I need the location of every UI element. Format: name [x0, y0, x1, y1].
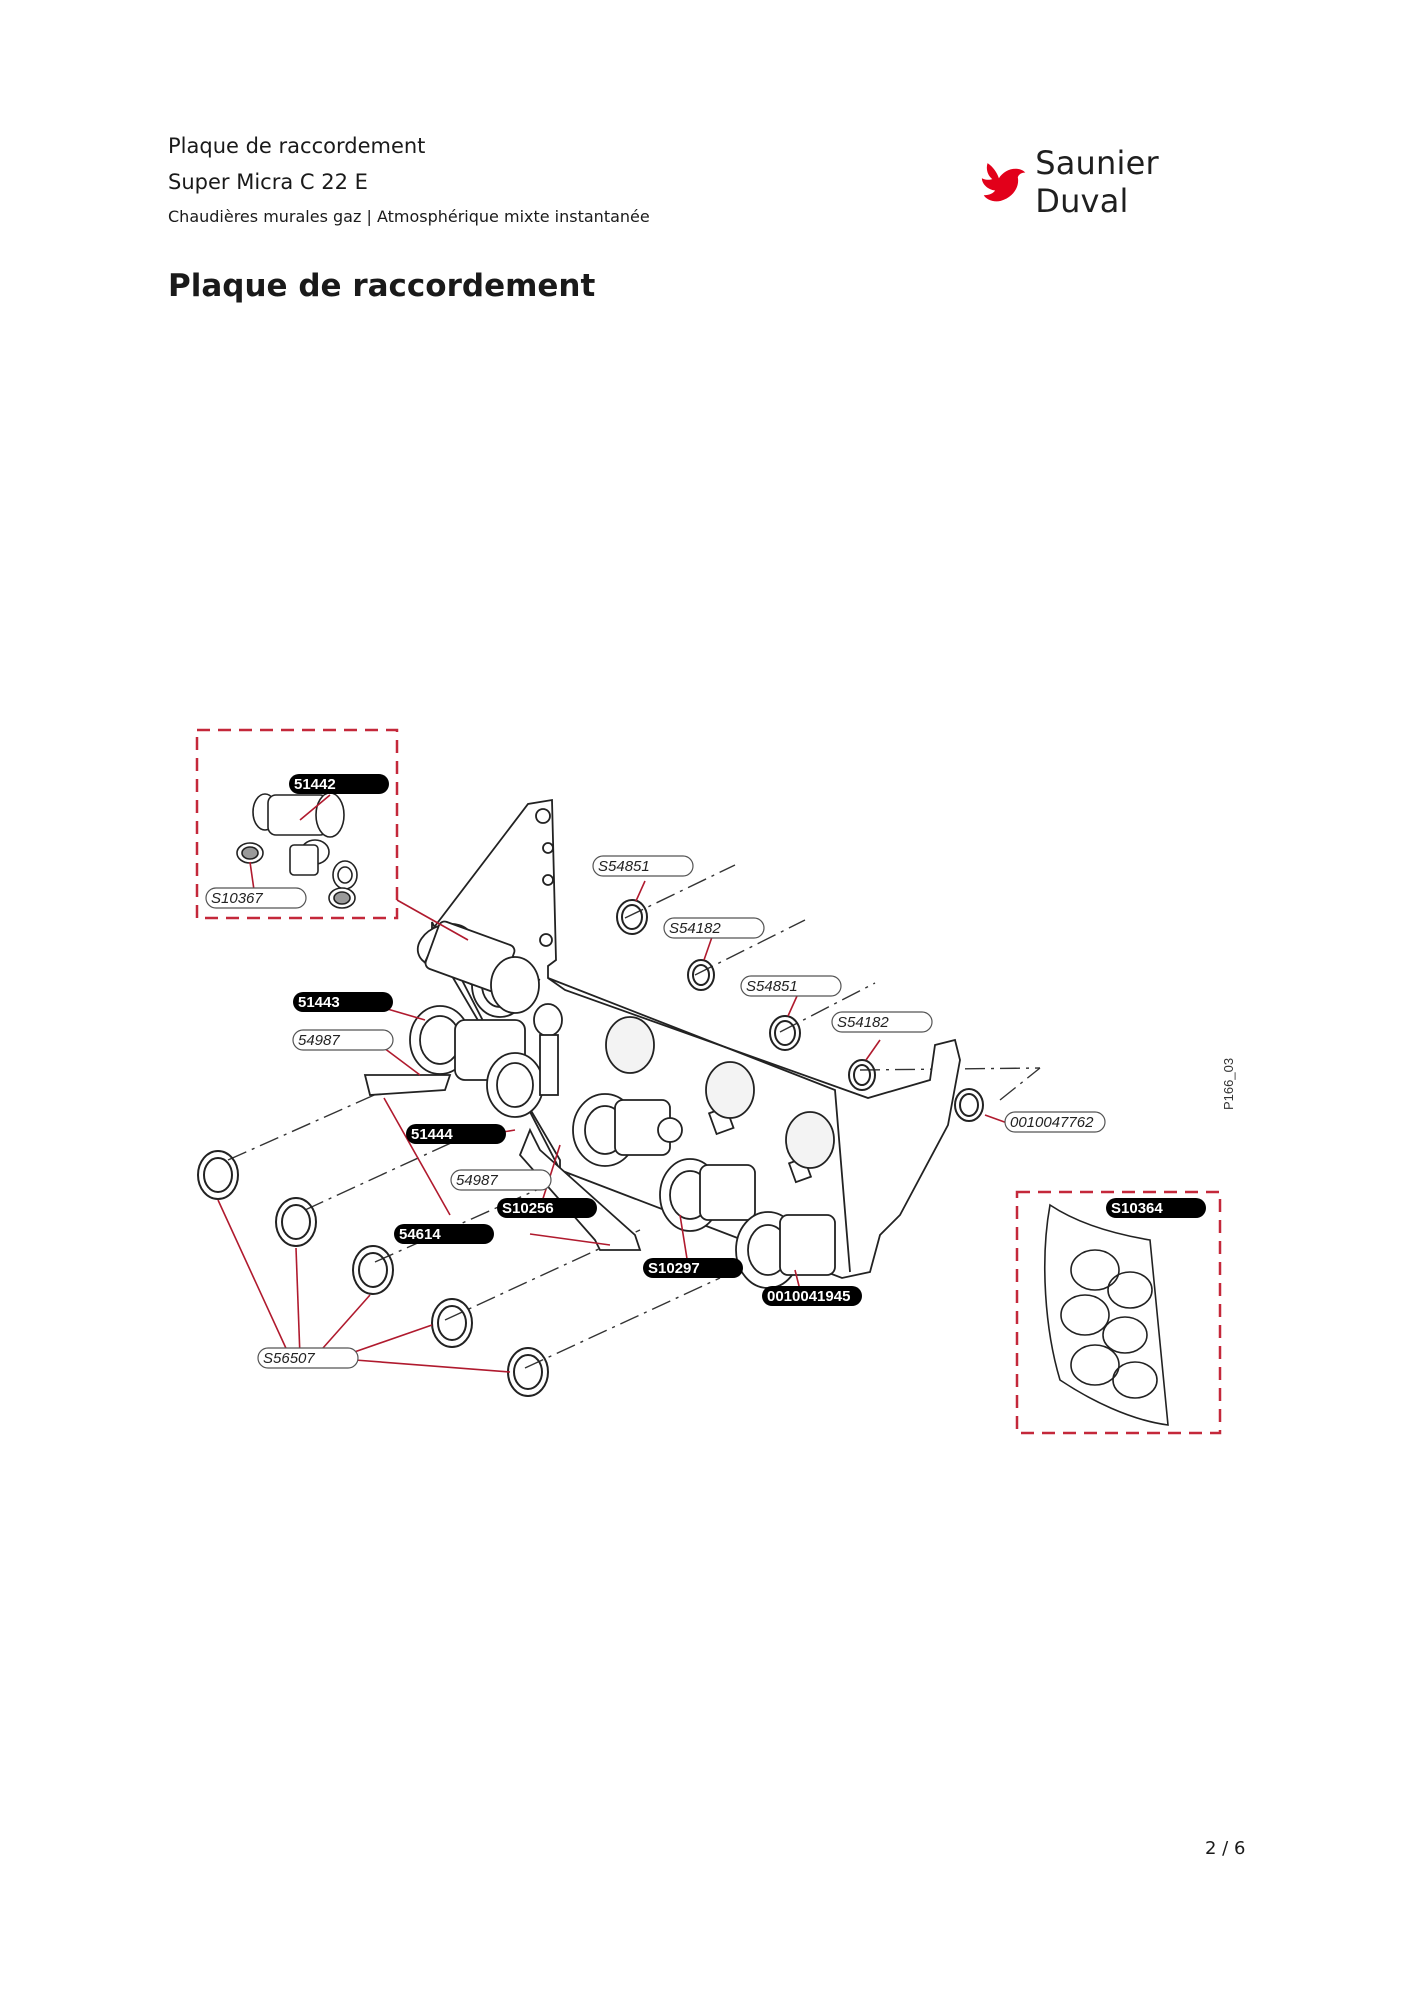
seal-kit-bag: [1043, 1203, 1169, 1426]
header-subtitle: Chaudières murales gaz | Atmosphérique m…: [168, 207, 650, 226]
callout-54987-b-text: 54987: [456, 1172, 498, 1189]
callout-51443: 51443: [293, 992, 393, 1012]
callout-51444: 51444: [406, 1124, 506, 1144]
valve-handles: [363, 1074, 642, 1251]
callout-S10297: S10297: [643, 1258, 743, 1278]
callout-S54851-a-text: S54851: [598, 858, 650, 875]
detail-frame-S10364: [1015, 1190, 1222, 1435]
callout-S54851-b-text: S54851: [746, 978, 798, 995]
callout-S10367-text: S10367: [211, 890, 263, 907]
detail-frame-51442: [195, 728, 399, 920]
callout-S10364: S10364: [1106, 1198, 1206, 1218]
callout-54614-text: 54614: [399, 1226, 441, 1243]
brand-logo: Saunier Duval: [980, 144, 1250, 220]
callout-54614: 54614: [394, 1224, 494, 1244]
callout-51442: 51442: [289, 774, 389, 794]
callout-51442-text: 51442: [294, 776, 336, 793]
callout-0010041945: 0010041945: [762, 1286, 862, 1306]
callout-S56507-text: S56507: [263, 1350, 315, 1367]
callout-S54182-a: S54182: [663, 917, 765, 939]
valve-assembly: [409, 923, 836, 1289]
callout-S54182-b: S54182: [831, 1011, 933, 1033]
callout-S56507: S56507: [257, 1347, 359, 1369]
callout-51443-text: 51443: [298, 994, 340, 1011]
header-model: Super Micra C 22 E: [168, 170, 368, 194]
callout-51444-text: 51444: [411, 1126, 453, 1143]
callout-S10297-text: S10297: [648, 1260, 700, 1277]
callout-S54851-a: S54851: [592, 855, 694, 877]
bird-icon: [981, 163, 1026, 202]
callout-54987-b: 54987: [450, 1169, 552, 1191]
callout-0010041945-text: 0010041945: [767, 1288, 850, 1305]
callout-S10367: S10367: [205, 887, 307, 909]
callout-54987-a: 54987: [292, 1029, 394, 1051]
page-number: 2 / 6: [1205, 1838, 1246, 1859]
callout-54987-a-text: 54987: [298, 1032, 340, 1049]
callout-S54851-b: S54851: [740, 975, 842, 997]
filter-valve-main: [424, 920, 540, 1014]
filter-valve-detail: [236, 792, 358, 909]
seal-rings: [197, 899, 984, 1397]
callout-0010047762: 0010047762: [1004, 1111, 1106, 1133]
callout-S10256-text: S10256: [502, 1200, 554, 1217]
brand-name: Saunier Duval: [1035, 144, 1159, 220]
callout-0010047762-text: 0010047762: [1010, 1114, 1094, 1131]
page-title: Plaque de raccordement: [168, 268, 596, 304]
callout-S54182-a-text: S54182: [669, 920, 721, 937]
callout-S10364-text: S10364: [1111, 1200, 1163, 1217]
callout-S54182-b-text: S54182: [837, 1014, 889, 1031]
diagram-reference: P166_03: [1221, 1058, 1236, 1110]
header-title: Plaque de raccordement: [168, 134, 426, 158]
callout-S10256: S10256: [497, 1198, 597, 1218]
